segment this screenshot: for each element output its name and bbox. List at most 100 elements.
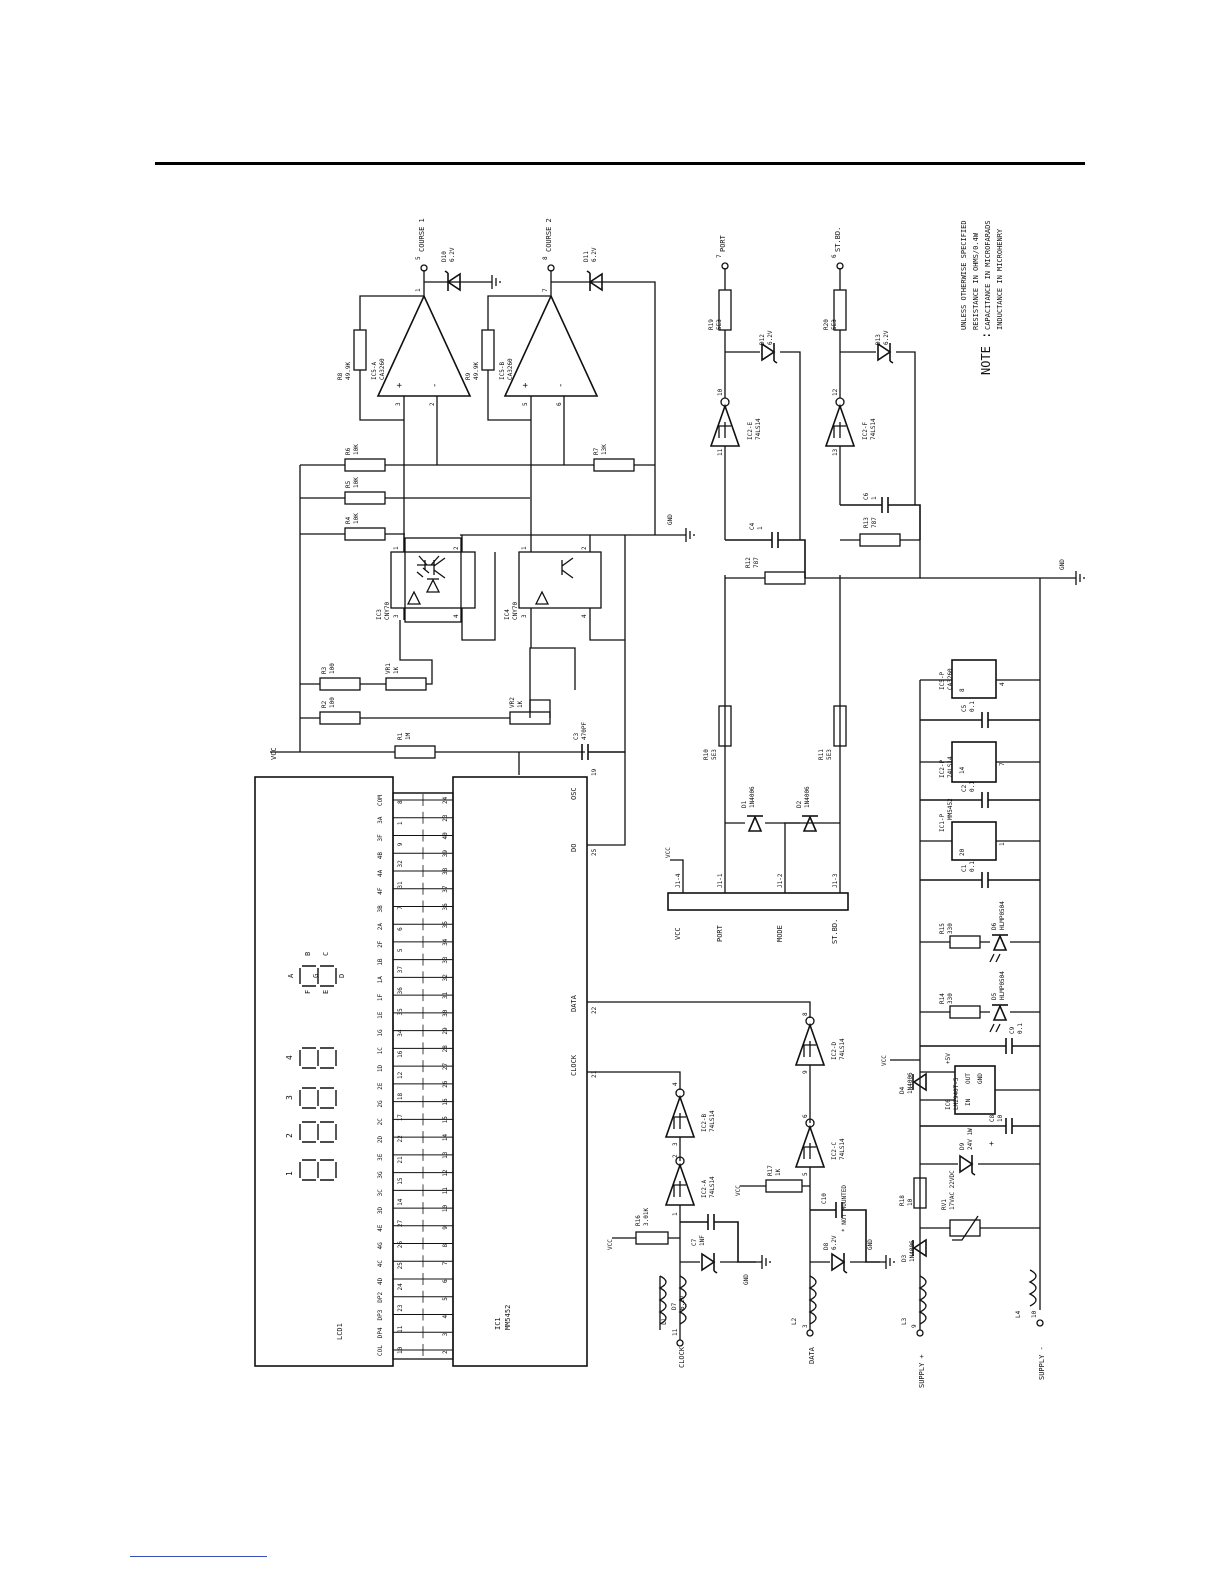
lcd-pin-label: 4D	[377, 1277, 384, 1285]
r20-ref: R20	[823, 319, 830, 330]
opamp-ic5b: + - R9 49.9K IC5-B CA3260 5 6 7	[465, 282, 599, 498]
ic1-pin-number: 32	[442, 974, 449, 982]
ic4-ref: IC4	[504, 609, 511, 620]
ic2a-part: 74LS14	[709, 1176, 716, 1198]
r14-ref: R14	[939, 993, 946, 1004]
ic2e-ref: IC2-E	[747, 422, 754, 440]
vr1-value: 1K	[393, 666, 400, 674]
seg-b: B	[304, 952, 312, 956]
ic1-pin-number: 2	[442, 1350, 449, 1354]
ic6-out: OUT	[965, 1073, 972, 1084]
ic2c-pin-in: 5	[802, 1172, 809, 1176]
c8-value: 10	[997, 1114, 1004, 1122]
svg-text:-: -	[556, 383, 566, 388]
lcd-pin-number: 14	[397, 1198, 404, 1206]
ic5a-pin1: 1	[415, 288, 422, 292]
r2-value: 100	[329, 697, 336, 708]
l1-ref: L1	[661, 1317, 668, 1325]
lcd-pin-number: 10	[397, 1346, 404, 1354]
lcd-pin-label: 4B	[377, 852, 384, 860]
r8-value: 49.9K	[345, 362, 352, 380]
supply-plus-pin: 9	[911, 1324, 918, 1328]
ic1-do-label: DO	[570, 844, 578, 852]
r13-ref: R13	[863, 517, 870, 528]
lcd-pin-label: 2D	[377, 1135, 384, 1143]
ic2d-pin-out: 8	[802, 1012, 809, 1016]
j1-label-stbd: ST.BD.	[831, 919, 839, 944]
ic6-in: IN	[965, 1098, 972, 1106]
vr2-value: 1K	[517, 700, 524, 708]
r7-ref: R7	[593, 447, 600, 455]
ic5a-part: CA3260	[379, 358, 386, 380]
ic2p-pin-vcc: 14	[959, 766, 966, 774]
ic5a-pin3: 3	[395, 402, 402, 406]
gnd-label-clock: GND	[743, 1274, 750, 1285]
d1-value: 1N4006	[749, 786, 756, 808]
lcd-pin-number: 34	[397, 1029, 404, 1037]
lcd-pin-number: 37	[397, 966, 404, 974]
ic1-pin-number: 38	[442, 867, 449, 875]
r4-ref: R4	[345, 516, 352, 524]
c7-ref: C7	[691, 1238, 698, 1246]
ic1-osc-label: OSC	[570, 787, 578, 800]
data-input-label: DATA	[808, 1346, 816, 1364]
lcd-pin-label: 3A	[377, 816, 384, 824]
d12-ref: D12	[759, 334, 766, 345]
lcd-pin-label: 4A	[377, 869, 384, 877]
r11-ref: R11	[818, 749, 825, 760]
ic1-pin-number: 40	[442, 832, 449, 840]
note-line-1: UNLESS OTHERWISE SPECIFIED	[960, 220, 968, 330]
power-section: 9 SUPPLY + L3 10 SUPPLY - L4 D3 1N4006 R…	[881, 578, 1046, 1388]
ic1-pin-number: 12	[442, 1169, 449, 1177]
seg-f: F	[304, 990, 312, 994]
data-pin: 3	[802, 1324, 809, 1328]
r6-ref: R6	[345, 447, 352, 455]
ic1-pin-number: 23	[442, 814, 449, 822]
rv1-value: 17VAC 22VDC	[949, 1170, 956, 1210]
r6-value: 10K	[353, 444, 360, 455]
lcd-digit-2: 2	[285, 1133, 294, 1138]
d10-ref: D10	[441, 251, 448, 262]
r14-value: 330	[947, 993, 954, 1004]
ic2d-part: 74LS14	[839, 1038, 846, 1060]
lcd-pin-number: 11	[397, 1325, 404, 1333]
lcd-pin-number: 36	[397, 987, 404, 995]
gnd-label-opto: GND	[667, 514, 674, 525]
note-line-2: RESISTANCE IN OHMS/0.4W	[972, 232, 980, 330]
ic2b-part: 74LS14	[709, 1110, 716, 1132]
c2-value: 0.1	[969, 781, 976, 792]
r10-ref: R10	[703, 749, 710, 760]
ic1-pin-number: 9	[442, 1226, 449, 1230]
r9-ref: R9	[465, 372, 472, 380]
r1-value: 1M	[405, 732, 412, 740]
ic5a-ref: IC5-A	[371, 362, 378, 380]
lcd-pin-number: 23	[397, 1304, 404, 1312]
d13-ref: D13	[875, 334, 882, 345]
c3-ref: C3	[573, 732, 580, 740]
supply-plus-label: SUPPLY +	[918, 1354, 926, 1388]
ic1-data-label: DATA	[570, 994, 578, 1012]
lcd-pin-label: 4C	[377, 1260, 384, 1268]
r13-value: 787	[871, 517, 878, 528]
seg-g: G	[312, 974, 320, 978]
note-line-3: CAPACITANCE IN MICROFARADS	[984, 220, 992, 330]
ic1-pin-number: 10	[442, 1204, 449, 1212]
ic1-clock-label: CLOCK	[570, 1054, 578, 1076]
lcd-pin-number: 1	[397, 821, 404, 825]
r12-value: 787	[753, 557, 760, 568]
header-rule	[155, 162, 1085, 165]
d3-ref: D3	[901, 1254, 908, 1262]
course-outputs: 5 COURSE 1 D10 6.2V 8 COURSE 2 D11 6.2V	[415, 218, 656, 292]
ic2p-pin-gnd: 7	[999, 762, 1006, 766]
lcd-pin-label: 3F	[377, 834, 384, 842]
c4-ref: C4	[749, 522, 756, 530]
r19-value: 5E3	[716, 319, 723, 330]
stbd-label: ST.BD.	[834, 227, 842, 252]
opto-ic4: IC4 CNY70 1 2 3 4	[504, 498, 625, 648]
ic1-pin-number: 35	[442, 921, 449, 929]
c5-value: 0.1	[969, 701, 976, 712]
ic6-part: LM2940T-5	[953, 1077, 960, 1110]
lcd-pin-number: 18	[397, 1093, 404, 1101]
ic1-part: MM5452	[504, 1305, 512, 1330]
